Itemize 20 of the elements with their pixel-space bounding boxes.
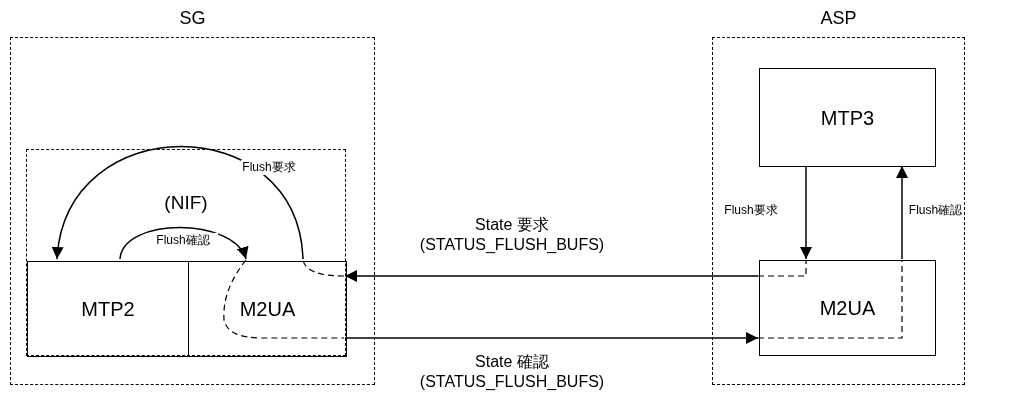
edge-label: Flush要求 [241, 160, 297, 175]
box-label: MTP2 [81, 297, 135, 321]
process-box [759, 260, 936, 356]
arrow [344, 270, 759, 282]
process-box [27, 261, 189, 357]
arrow [896, 165, 908, 260]
group-heading: SG [178, 8, 207, 29]
group-heading: ASP [819, 8, 858, 29]
arrow [800, 165, 812, 260]
edge-label: Flush確認 [908, 203, 963, 218]
box-label: M2UA [239, 297, 296, 321]
process-box [188, 261, 347, 357]
box-label: M2UA [819, 296, 876, 320]
arrow [344, 332, 759, 344]
arrow [119, 226, 247, 260]
edge-label: Flush要求 [722, 203, 780, 218]
arrow [53, 145, 304, 260]
group-label: (NIF) [163, 192, 209, 214]
box-label: MTP3 [820, 106, 875, 129]
process-box [759, 68, 936, 167]
